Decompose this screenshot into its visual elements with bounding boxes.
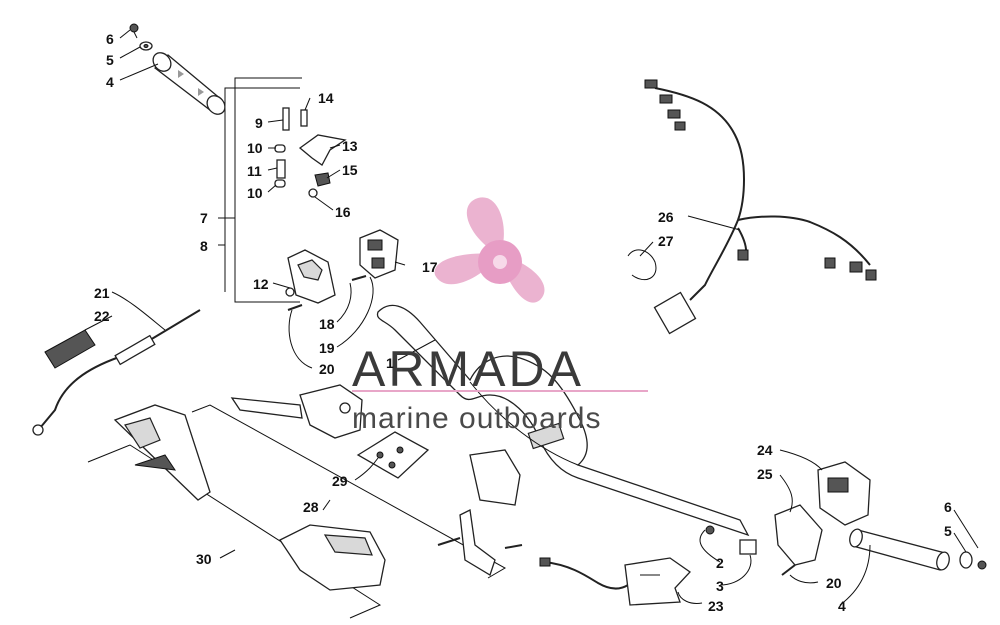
end-plug xyxy=(705,525,757,555)
plate-29 xyxy=(356,431,430,479)
callout-14: 14 xyxy=(318,90,334,106)
callout-11: 11 xyxy=(247,163,262,179)
callout-27: 27 xyxy=(658,233,674,249)
callout-12: 12 xyxy=(253,276,269,292)
callout-6-right: 6 xyxy=(944,499,952,515)
callout-20-right: 20 xyxy=(826,575,842,591)
callout-8: 8 xyxy=(200,238,208,254)
callout-9: 9 xyxy=(255,115,263,131)
callout-13: 13 xyxy=(342,138,358,154)
callout-3: 3 xyxy=(716,578,724,594)
switch-housing-17 xyxy=(359,229,399,279)
mount-bracket-lower xyxy=(437,449,523,576)
grip-22 xyxy=(44,329,96,369)
callout-15: 15 xyxy=(342,162,358,178)
callout-25: 25 xyxy=(757,466,773,482)
callout-20-left: 20 xyxy=(319,361,335,377)
wiring-harness xyxy=(644,79,877,335)
watermark-brand: ARMADA xyxy=(352,341,584,397)
hand-guard-lower xyxy=(279,524,386,591)
callout-2: 2 xyxy=(716,555,724,571)
callout-18: 18 xyxy=(319,316,335,332)
callout-4-left: 4 xyxy=(106,74,114,90)
throttle-lever-assembly xyxy=(274,107,347,198)
cable-21 xyxy=(32,309,201,436)
callout-7: 7 xyxy=(200,210,208,226)
callout-30: 30 xyxy=(196,551,212,567)
callout-23: 23 xyxy=(708,598,724,614)
propeller-logo-icon xyxy=(434,197,545,303)
callout-26: 26 xyxy=(658,209,674,225)
callout-6-left: 6 xyxy=(106,31,114,47)
right-switch-24 xyxy=(817,461,871,526)
callout-22: 22 xyxy=(94,308,110,324)
callout-19: 19 xyxy=(319,340,335,356)
heater-element-23 xyxy=(539,557,691,606)
small-screws xyxy=(287,275,367,311)
clip-27 xyxy=(627,249,657,280)
mount-bracket-upper xyxy=(230,384,363,439)
callout-1: 1 xyxy=(386,355,394,371)
callout-29: 29 xyxy=(332,473,348,489)
bracket-25 xyxy=(774,504,823,576)
callout-16: 16 xyxy=(335,204,351,220)
left-washer xyxy=(139,41,153,51)
right-washer xyxy=(959,551,973,569)
assembly-bracket-7-8 xyxy=(218,77,302,303)
callout-5-right: 5 xyxy=(944,523,952,539)
callout-10-lower: 10 xyxy=(247,185,263,201)
handlebar xyxy=(376,304,750,537)
left-screw xyxy=(129,23,139,39)
throttle-housing xyxy=(285,249,336,304)
leader-lines xyxy=(84,29,979,606)
callout-4-right: 4 xyxy=(838,598,846,614)
right-screw xyxy=(977,560,987,570)
hand-guard-upper xyxy=(113,404,211,501)
callout-28: 28 xyxy=(303,499,319,515)
watermark-tagline: marine outboards xyxy=(352,402,601,435)
left-grip xyxy=(152,52,226,115)
callout-21: 21 xyxy=(94,285,110,301)
right-grip xyxy=(849,528,950,571)
callout-10-upper: 10 xyxy=(247,140,263,156)
callout-24: 24 xyxy=(757,442,773,458)
callout-5-left: 5 xyxy=(106,52,114,68)
assembly-bracket-28-30 xyxy=(87,404,507,619)
callout-17: 17 xyxy=(422,259,438,275)
